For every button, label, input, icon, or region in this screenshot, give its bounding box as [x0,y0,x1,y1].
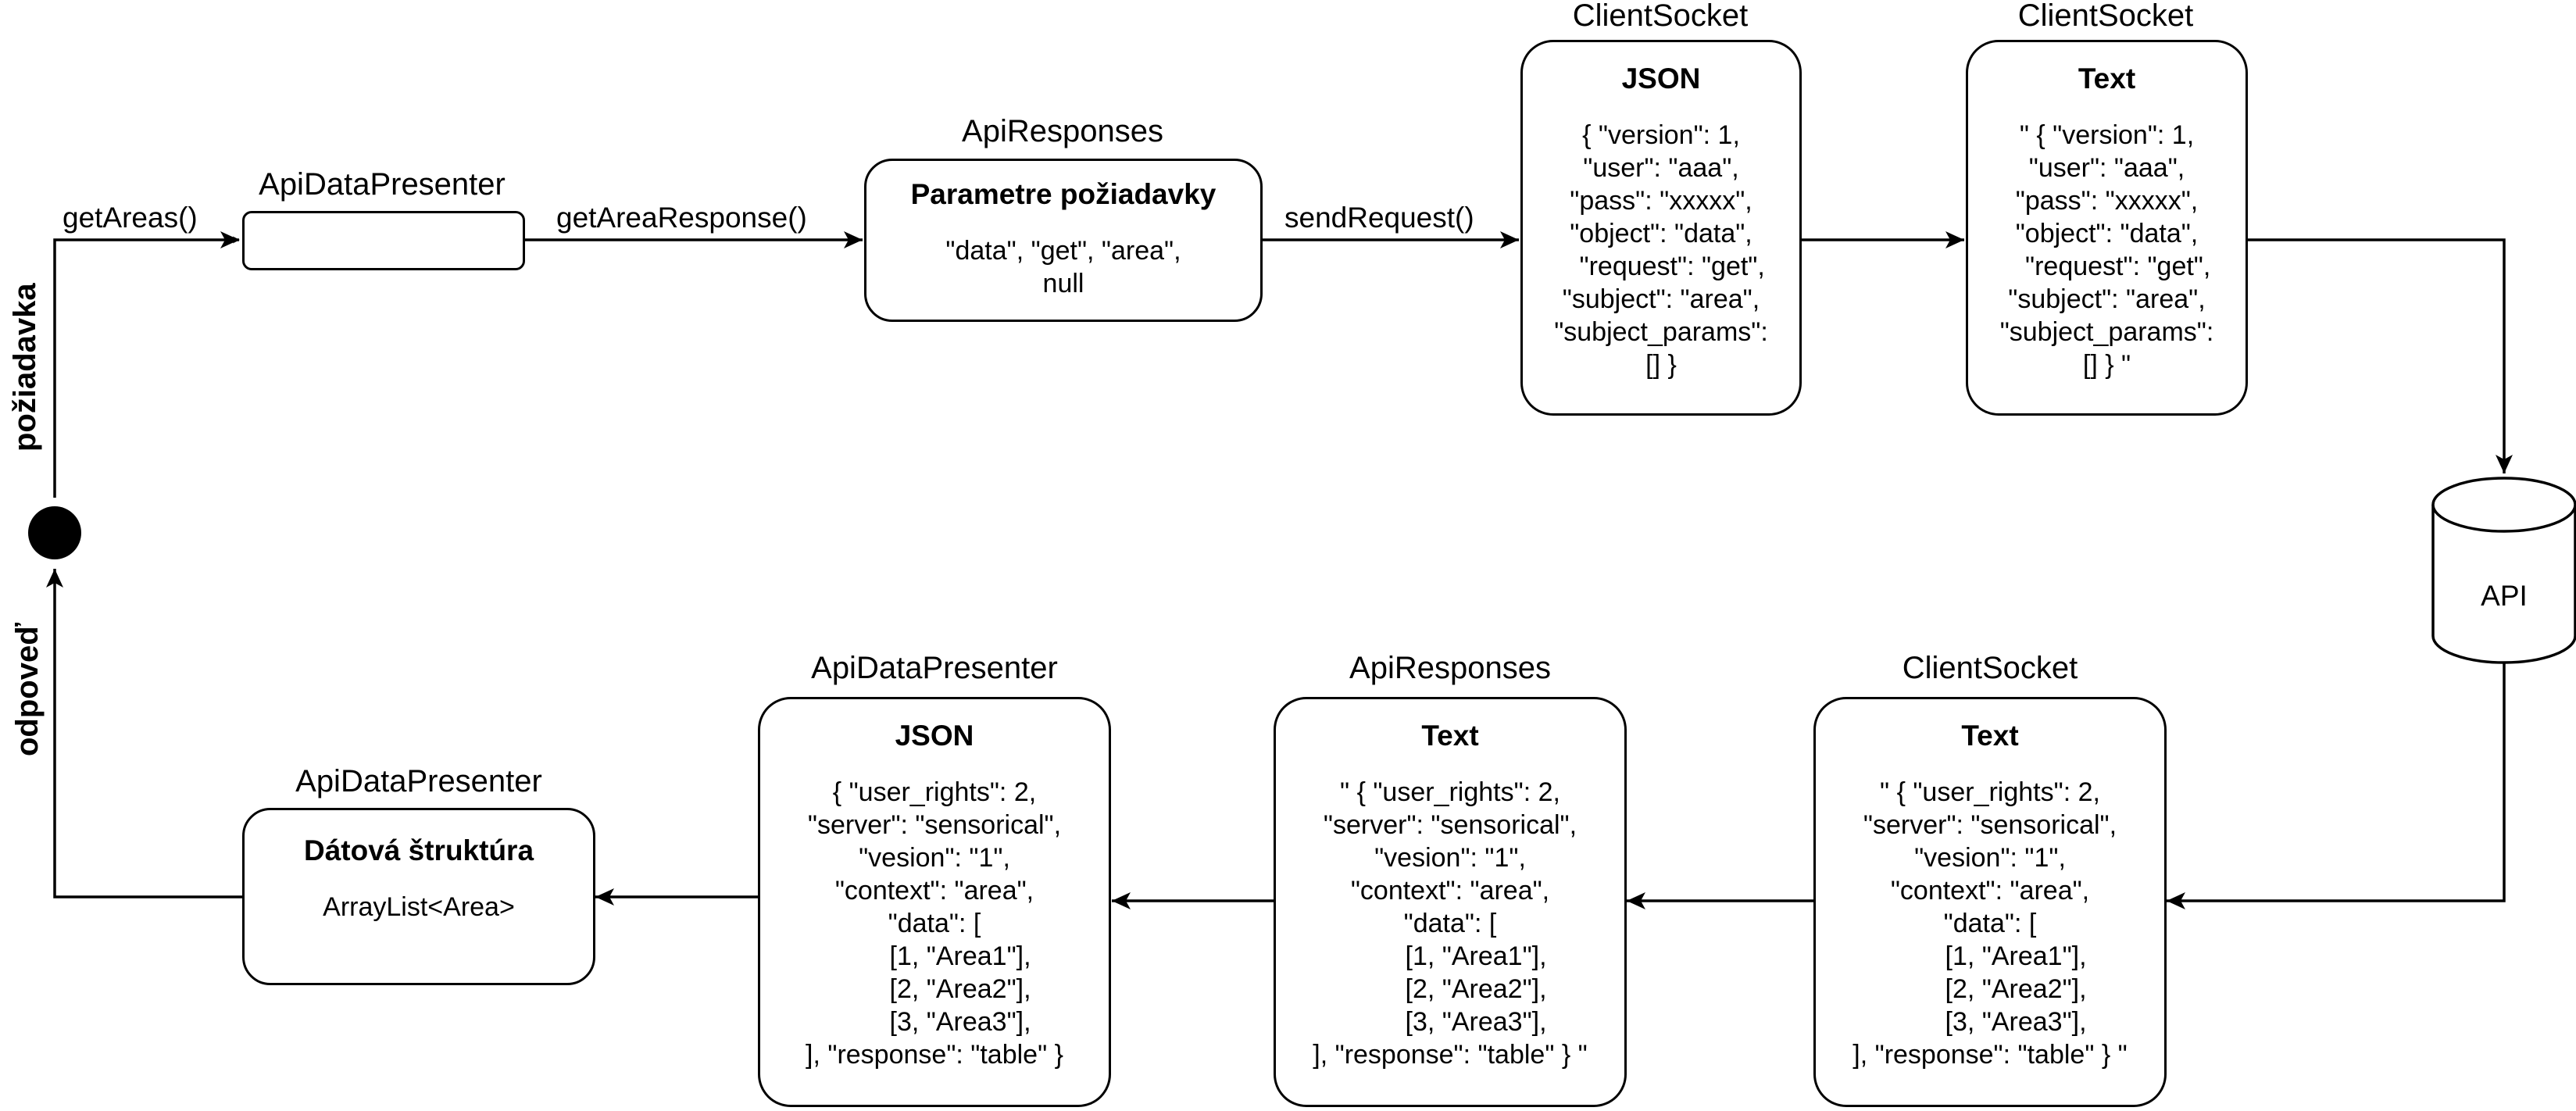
json-response-box: JSON { "user_rights": 2, "server": "sens… [758,697,1111,1107]
owner-label-json-request: ClientSocket [1572,0,1749,33]
edge-label-get-areas: getAreas() [63,202,198,234]
arrowhead [2167,892,2185,909]
arrowhead [595,888,614,906]
api-label: API [2481,580,2528,612]
edge-api-to-socket [2167,663,2506,902]
edge-label-send-request: sendRequest() [1284,202,1474,234]
spacer [1276,752,1624,776]
arrowhead [844,231,863,248]
json-response-body: { "user_rights": 2, "server": "sensorica… [806,777,1063,1070]
response-label: odpoveď [10,623,45,756]
edge-text-to-api [2248,238,2506,473]
text-response-socket-box: Text " { "user_rights": 2, "server": "se… [1813,697,2167,1107]
owner-label-params: ApiResponses [962,114,1163,148]
params-box: Parametre požiadavky "data", "get", "are… [864,159,1263,322]
spacer [1523,95,1799,119]
spacer [245,867,593,891]
arrowhead [1112,892,1131,909]
edge-structure-to-start [53,569,242,898]
json-request-box: JSON { "version": 1, "user": "aaa", "pas… [1520,40,1802,416]
edge-get-areas [53,236,240,498]
data-structure-box: Dátová štruktúra ArrayList<Area> [242,808,595,985]
text-response-api-body: " { "user_rights": 2, "server": "sensori… [1313,777,1588,1070]
arrowhead [1500,231,1519,248]
json-request-body: { "version": 1, "user": "aaa", "pass": "… [1554,120,1768,380]
text-request-box: Text " { "version": 1, "user": "aaa", "p… [1966,40,2248,416]
start-node [28,506,81,559]
owner-label-text-request: ClientSocket [2017,0,2194,33]
owner-label-text-response-socket: ClientSocket [1902,651,2078,685]
spacer [866,211,1260,234]
data-structure-body: ArrayList<Area> [323,892,515,922]
arrowhead [46,569,63,588]
arrowhead [2496,455,2513,473]
edge-label-get-area-response: getAreaResponse() [556,202,807,234]
arrowhead [1945,231,1964,248]
request-label: požiadavka [8,283,42,452]
data-structure-title: Dátová štruktúra [303,834,534,866]
arrowhead [220,231,239,248]
spacer [760,752,1109,776]
json-response-title: JSON [895,720,974,752]
owner-label-json-response: ApiDataPresenter [811,651,1058,685]
spacer [1968,95,2246,119]
text-request-body: " { "version": 1, "user": "aaa", "pass":… [1999,120,2214,380]
owner-label-presenter-top: ApiDataPresenter [259,167,506,202]
presenter-top-box [242,211,525,270]
params-body: "data", "get", "area", null [945,236,1181,298]
api-database-icon [2431,477,2576,664]
arrowhead [1627,892,1645,909]
text-request-title: Text [2078,63,2136,95]
spacer [1816,752,2164,776]
owner-label-text-response-api: ApiResponses [1349,651,1551,685]
text-response-api-box: Text " { "user_rights": 2, "server": "se… [1274,697,1627,1107]
text-response-api-title: Text [1421,720,1479,752]
json-request-title: JSON [1621,63,1701,95]
params-title: Parametre požiadavky [910,178,1217,210]
text-response-socket-body: " { "user_rights": 2, "server": "sensori… [1853,777,2128,1070]
owner-label-data-structure: ApiDataPresenter [295,764,542,798]
text-response-socket-title: Text [1961,720,2019,752]
